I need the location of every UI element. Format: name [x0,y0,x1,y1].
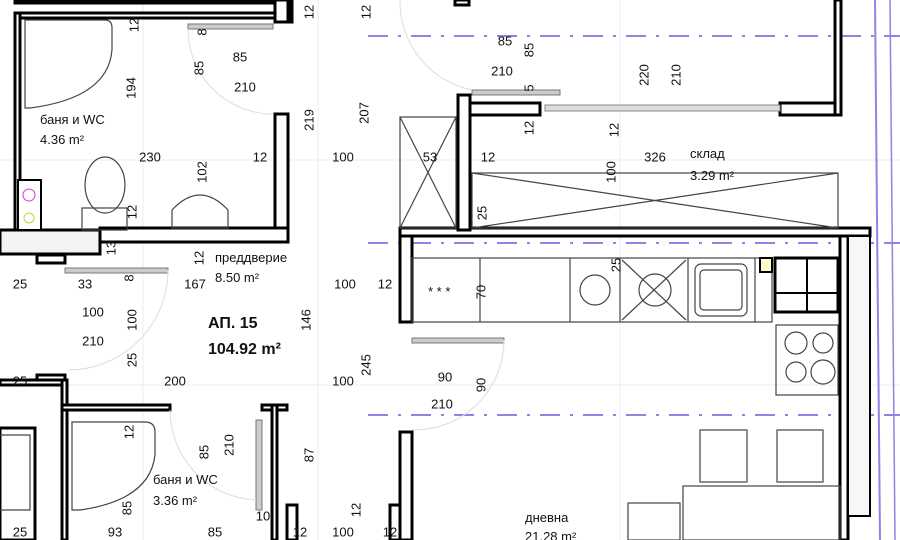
doors [64,0,781,511]
apartment-name: АП. 15 [208,315,258,332]
kitchen-fixtures [411,256,841,540]
dimension-label: 25 [13,276,27,291]
dimension-label: 87 [301,448,316,462]
dimension-label: 85 [119,501,134,515]
dimension-label: 210 [431,396,453,411]
axis-lines [368,0,900,540]
dimension-label: 93 [108,524,122,539]
dimension-label: 90 [473,378,488,392]
dimension-label: 12 [383,524,397,539]
dimension-label: 12 [121,425,136,439]
room-area-bath1: 4.36 m² [40,132,85,147]
dimension-label: 5 [521,84,536,91]
dimension-label: 210 [234,79,256,94]
room-name-bath1: баня и WC [40,112,105,127]
dimension-label: 25 [124,353,139,367]
dimension-label: 85 [521,43,536,57]
dimension-label: 33 [78,276,92,291]
dimension-label: 25 [13,524,27,539]
dimension-label: 10 [256,508,270,523]
dimension-label: 210 [491,63,513,78]
dimension-label: 167 [184,276,206,291]
dimension-label: 12 [521,121,536,135]
dimension-label: 12 [191,251,206,265]
room-name-bath2: баня и WC [153,472,218,487]
dimension-label: 210 [82,333,104,348]
dimension-label: 85 [191,61,206,75]
dimension-label: 12 [124,205,139,219]
dimension-label: 102 [194,161,209,183]
dimension-label: 13 [103,241,118,255]
dimension-label: 326 [644,149,666,164]
dimension-label: 12 [126,18,141,32]
dimension-label: 100 [82,304,104,319]
dimension-label: 200 [164,373,186,388]
dimension-label: 25 [13,373,27,388]
dimension-label: 210 [221,434,236,456]
dimension-label: 100 [124,309,139,331]
dimension-label: 100 [332,524,354,539]
room-area-bath2: 3.36 m² [153,493,198,508]
dimension-label: 12 [253,149,267,164]
dimension-label: 12 [301,5,316,19]
dimension-label: 12 [606,123,621,137]
dimension-label: 12 [358,5,373,19]
dimension-label: 207 [356,102,371,124]
dimension-label: 100 [332,149,354,164]
dimension-label: 219 [301,109,316,131]
dimension-label: 100 [603,161,618,183]
room-name-living: дневна [525,510,569,525]
bathroom-fixtures [0,19,229,511]
dimension-label: 90 [438,369,452,384]
dimension-label: 210 [668,64,683,86]
dimension-label: 245 [358,354,373,376]
dimension-label: 85 [233,49,247,64]
dimension-label: 85 [498,33,512,48]
dimension-label: 12 [378,276,392,291]
room-labels: баня и WC 4.36 m² преддверие 8.50 m² АП.… [40,112,735,540]
dimension-label: 230 [139,149,161,164]
room-area-storage: 3.29 m² [690,168,735,183]
dimension-label: 85 [208,524,222,539]
dimension-label: 53 [423,149,437,164]
dimension-label: 194 [123,77,138,99]
shafts [399,116,839,229]
room-name-hall: преддверие [215,250,287,265]
room-area-hall: 8.50 m² [215,270,260,285]
dimension-label: 25 [608,258,623,272]
dimension-label: 85 [196,445,211,459]
dimension-label: 12 [481,149,495,164]
dimension-label: 12 [293,524,307,539]
dimension-label: 8 [121,274,136,281]
dimension-label: 100 [334,276,356,291]
dimension-label: 220 [636,64,651,86]
kitchen-marks: * * * [428,284,450,299]
dimension-label: 146 [298,309,313,331]
dimension-label: 8 [194,28,209,35]
dimension-label: 25 [474,206,489,220]
dimension-label: 12 [348,503,363,517]
room-name-storage: склад [690,146,725,161]
room-area-living: 21.28 m² [525,529,577,540]
dimension-label: 100 [332,373,354,388]
apartment-area: 104.92 m² [208,341,281,358]
dimension-label: 70 [473,285,488,299]
